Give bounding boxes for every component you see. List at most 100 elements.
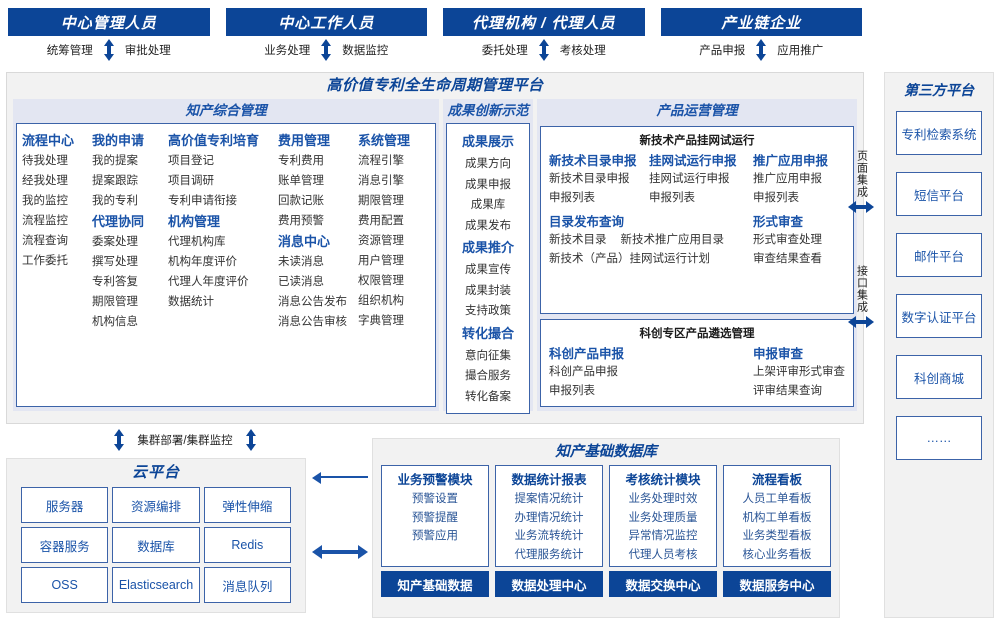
menu-item[interactable]: 我的提案 bbox=[92, 155, 138, 167]
card-head[interactable]: 数据统计报表 bbox=[511, 473, 587, 487]
menu-head[interactable]: 代理协同 bbox=[92, 214, 145, 229]
card-item[interactable]: 机构工单看板 bbox=[742, 511, 812, 524]
card-item[interactable]: 业务流转统计 bbox=[514, 530, 584, 542]
card-item[interactable]: 预警应用 bbox=[412, 530, 458, 542]
menu-item[interactable]: 评审结果查询 bbox=[753, 385, 822, 397]
menu-item[interactable]: 新技术（产品）挂网试运行计划 bbox=[549, 253, 710, 265]
menu-item[interactable]: 消息引擎 bbox=[358, 175, 404, 187]
cloud-cell-server[interactable]: 服务器 bbox=[21, 487, 109, 523]
menu-item[interactable]: 转化备案 bbox=[465, 390, 511, 403]
menu-item[interactable]: 代理机构库 bbox=[168, 236, 226, 248]
menu-item[interactable]: 成果宣传 bbox=[465, 264, 511, 276]
menu-head[interactable]: 目录发布查询 bbox=[549, 215, 625, 229]
card-head[interactable]: 业务预警模块 bbox=[397, 473, 473, 487]
cloud-cell-database[interactable]: 数据库 bbox=[112, 527, 200, 563]
menu-item[interactable]: 资源管理 bbox=[358, 235, 404, 247]
menu-item[interactable]: 机构年度评价 bbox=[168, 256, 237, 268]
menu-item[interactable]: 撰写处理 bbox=[92, 256, 138, 268]
menu-head[interactable]: 费用管理 bbox=[278, 133, 331, 148]
database-bar[interactable]: 数据服务中心 bbox=[723, 571, 831, 597]
menu-item[interactable]: 权限管理 bbox=[358, 275, 404, 287]
menu-item[interactable]: 消息公告发布 bbox=[278, 296, 347, 308]
cloud-cell-elasticsearch[interactable]: Elasticsearch bbox=[112, 567, 200, 603]
menu-item[interactable]: 项目调研 bbox=[168, 175, 214, 187]
menu-item[interactable]: 成果封装 bbox=[465, 284, 511, 297]
menu-head[interactable]: 高价值专利培育 bbox=[168, 133, 260, 148]
menu-item[interactable]: 审查结果查看 bbox=[753, 253, 822, 265]
menu-item[interactable]: 推广应用申报 bbox=[753, 173, 822, 185]
menu-item[interactable]: 流程监控 bbox=[22, 215, 68, 227]
menu-head[interactable]: 转化撮合 bbox=[461, 325, 514, 341]
menu-item[interactable]: 数据统计 bbox=[168, 296, 214, 308]
menu-item[interactable]: 待我处理 bbox=[22, 155, 68, 167]
menu-item[interactable]: 专利费用 bbox=[278, 155, 324, 167]
card-head[interactable]: 流程看板 bbox=[751, 473, 802, 487]
menu-item[interactable]: 账单管理 bbox=[278, 175, 324, 187]
role-title-3[interactable]: 产业链企业 bbox=[660, 8, 862, 36]
card-item[interactable]: 代理服务统计 bbox=[514, 548, 584, 561]
menu-item[interactable]: 上架评审形式审查 bbox=[753, 366, 845, 378]
third-party-item-more[interactable]: …… bbox=[896, 416, 982, 460]
menu-item[interactable]: 申报列表 bbox=[549, 385, 595, 397]
menu-item[interactable]: 工作委托 bbox=[22, 255, 68, 267]
menu-item[interactable]: 用户管理 bbox=[358, 255, 404, 267]
menu-head[interactable]: 成果展示 bbox=[461, 134, 514, 149]
menu-item[interactable]: 成果方向 bbox=[465, 158, 511, 170]
third-party-item-kechuang-mall[interactable]: 科创商城 bbox=[896, 355, 982, 399]
menu-item[interactable]: 科创产品申报 bbox=[549, 366, 618, 378]
database-bar[interactable]: 知产基础数据 bbox=[381, 571, 489, 597]
card-item[interactable]: 代理人员考核 bbox=[628, 548, 698, 561]
menu-item[interactable]: 委案处理 bbox=[92, 236, 138, 248]
menu-item[interactable]: 新技术目录 bbox=[549, 234, 607, 246]
menu-item[interactable]: 未读消息 bbox=[278, 256, 324, 268]
menu-head[interactable]: 形式审查 bbox=[753, 215, 804, 229]
menu-head[interactable]: 我的申请 bbox=[92, 133, 145, 148]
menu-item[interactable]: 新技术推广应用目录 bbox=[620, 234, 725, 246]
third-party-item-email[interactable]: 邮件平台 bbox=[896, 233, 982, 277]
menu-item[interactable]: 专利答复 bbox=[92, 276, 138, 288]
menu-head[interactable]: 新技术目录申报 bbox=[549, 154, 637, 168]
menu-item[interactable]: 支持政策 bbox=[465, 305, 511, 317]
menu-item[interactable]: 形式审查处理 bbox=[753, 234, 822, 246]
menu-head[interactable]: 申报审查 bbox=[753, 347, 804, 361]
role-title-2[interactable]: 代理机构 / 代理人员 bbox=[443, 8, 645, 36]
menu-item[interactable]: 流程查询 bbox=[22, 235, 68, 247]
cloud-cell-oss[interactable]: OSS bbox=[21, 567, 109, 603]
card-item[interactable]: 办理情况统计 bbox=[514, 511, 584, 524]
card-item[interactable]: 预警提醒 bbox=[412, 511, 458, 524]
role-title-1[interactable]: 中心工作人员 bbox=[225, 8, 427, 36]
menu-item[interactable]: 机构信息 bbox=[92, 316, 138, 328]
third-party-item-digital-cert[interactable]: 数字认证平台 bbox=[896, 294, 982, 338]
card-item[interactable]: 人员工单看板 bbox=[742, 493, 812, 505]
menu-head[interactable]: 系统管理 bbox=[358, 133, 411, 148]
menu-item[interactable]: 申报列表 bbox=[549, 192, 595, 204]
card-item[interactable]: 提案情况统计 bbox=[514, 493, 584, 505]
card-item[interactable]: 业务处理时效 bbox=[628, 493, 698, 505]
role-title-0[interactable]: 中心管理人员 bbox=[8, 8, 210, 36]
menu-item[interactable]: 期限管理 bbox=[92, 296, 138, 308]
menu-item[interactable]: 提案跟踪 bbox=[92, 175, 138, 187]
third-party-item-sms[interactable]: 短信平台 bbox=[896, 172, 982, 216]
menu-item[interactable]: 成果申报 bbox=[465, 178, 511, 191]
cloud-cell-message-queue[interactable]: 消息队列 bbox=[203, 567, 291, 603]
menu-item[interactable]: 挂网试运行申报 bbox=[649, 173, 730, 185]
card-item[interactable]: 业务处理质量 bbox=[628, 511, 698, 524]
menu-head[interactable]: 成果推介 bbox=[461, 240, 514, 255]
menu-item[interactable]: 申报列表 bbox=[649, 192, 695, 204]
database-bar[interactable]: 数据处理中心 bbox=[495, 571, 603, 597]
card-item[interactable]: 核心业务看板 bbox=[742, 548, 812, 561]
menu-head[interactable]: 推广应用申报 bbox=[753, 154, 829, 168]
menu-item[interactable]: 经我处理 bbox=[22, 175, 68, 187]
menu-item[interactable]: 成果发布 bbox=[465, 219, 511, 232]
database-bar[interactable]: 数据交换中心 bbox=[609, 571, 717, 597]
cloud-cell-autoscaling[interactable]: 弹性伸缩 bbox=[203, 487, 291, 523]
menu-head[interactable]: 机构管理 bbox=[168, 214, 221, 229]
card-head[interactable]: 考核统计模块 bbox=[625, 473, 701, 487]
menu-item[interactable]: 成果库 bbox=[470, 199, 506, 211]
cloud-cell-redis[interactable]: Redis bbox=[203, 527, 291, 563]
card-item[interactable]: 预警设置 bbox=[412, 493, 458, 505]
menu-item[interactable]: 期限管理 bbox=[358, 195, 404, 207]
third-party-item-patent-search[interactable]: 专利检索系统 bbox=[896, 111, 982, 155]
menu-item[interactable]: 消息公告审核 bbox=[278, 316, 347, 328]
menu-item[interactable]: 撮合服务 bbox=[465, 370, 511, 382]
